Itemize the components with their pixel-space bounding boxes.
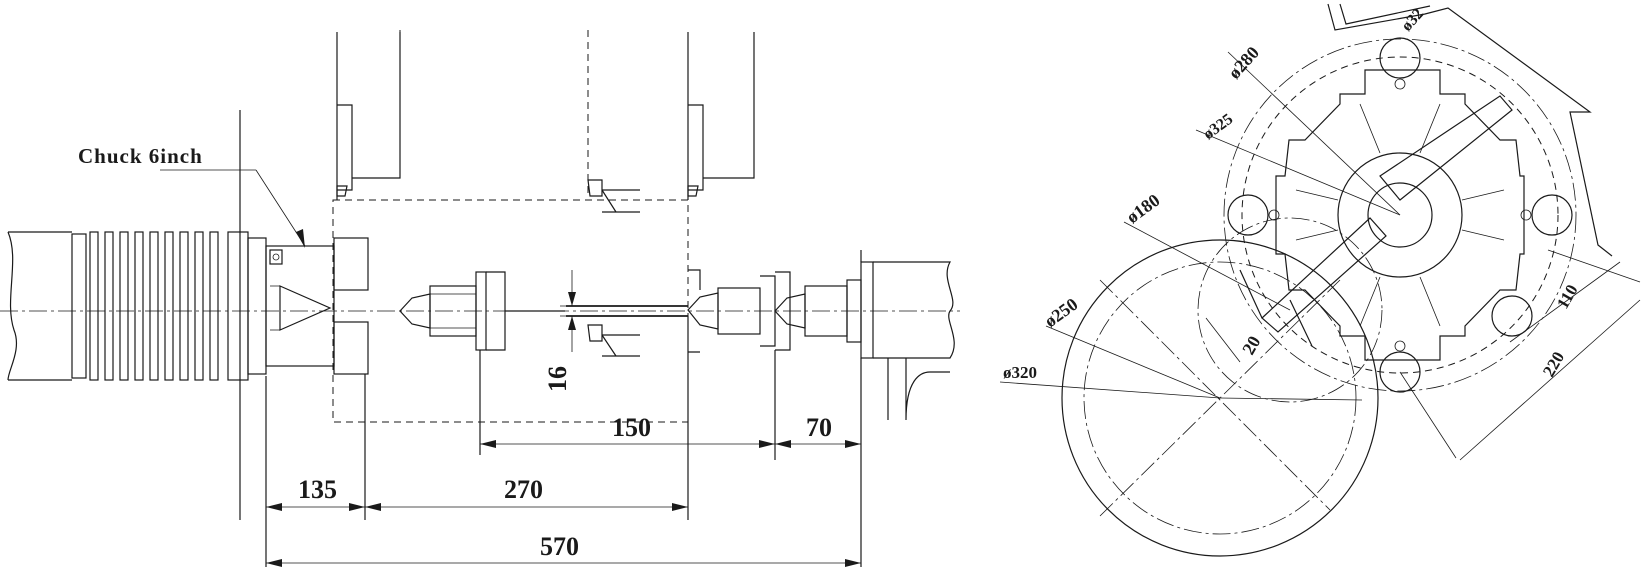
spindle-rib xyxy=(134,231,144,381)
dim-150-text: 150 xyxy=(612,413,651,442)
spindle-housing xyxy=(7,231,267,381)
dim-16: 16 xyxy=(543,270,588,392)
dia-280-text: ø280 xyxy=(1224,43,1263,83)
spindle-rib xyxy=(179,231,189,381)
turret-offset-dims: 110 220 xyxy=(1399,249,1641,461)
spindle-rib xyxy=(209,231,219,381)
spindle-rib xyxy=(194,231,204,381)
dim-220-text: 220 xyxy=(1539,348,1568,380)
chuck-leader: Chuck 6inch xyxy=(78,144,306,248)
dim-135-270: 135 270 xyxy=(266,475,688,511)
dia-250-text: ø250 xyxy=(1041,294,1082,331)
diameter-leaders xyxy=(999,51,1401,401)
dim-570: 570 xyxy=(266,532,861,567)
turret-disk xyxy=(1227,37,1573,393)
spindle-rib xyxy=(119,231,129,381)
dim-570-text: 570 xyxy=(540,532,579,561)
dim-70-text: 70 xyxy=(806,413,832,442)
chuck-label: Chuck 6inch xyxy=(78,144,203,168)
upper-tool-holders xyxy=(336,30,755,200)
spindle-rib xyxy=(89,231,99,381)
dim-270-text: 270 xyxy=(504,475,543,504)
spindle-rib xyxy=(104,231,114,381)
spindle-rib xyxy=(149,231,159,381)
dia-325-text: ø325 xyxy=(1200,111,1236,144)
dim-135-text: 135 xyxy=(298,475,337,504)
tool-holder-1 xyxy=(399,271,565,351)
tailstock-body xyxy=(860,250,955,421)
dim-16-text: 16 xyxy=(543,366,572,392)
side-view xyxy=(0,30,960,567)
dia-180-text: ø180 xyxy=(1123,190,1164,227)
spindle-rib xyxy=(164,231,174,381)
dim-150-70: 150 70 xyxy=(480,413,861,448)
boring-tools xyxy=(587,179,640,357)
dia-320-text: ø320 xyxy=(1003,363,1037,382)
dim-20-text: 20 xyxy=(1238,332,1264,358)
turret-view: 110 220 ø32 ø280 ø325 ø180 ø250 ø320 20 xyxy=(999,3,1641,557)
dia-32-text: ø32 xyxy=(1398,5,1427,34)
chuck xyxy=(265,237,369,375)
